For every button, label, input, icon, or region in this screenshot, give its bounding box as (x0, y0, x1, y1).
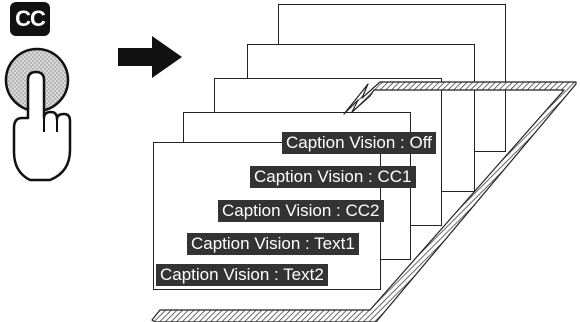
cc-button-label: CC (10, 2, 50, 36)
finger-press-icon (4, 47, 72, 182)
right-arrow-icon (118, 36, 182, 78)
caption-cc1: Caption Vision : CC1 (250, 166, 416, 188)
caption-off: Caption Vision : Off (282, 132, 436, 154)
caption-text1: Caption Vision : Text1 (187, 233, 359, 255)
caption-text2: Caption Vision : Text2 (156, 264, 328, 286)
caption-cc2: Caption Vision : CC2 (218, 200, 384, 222)
